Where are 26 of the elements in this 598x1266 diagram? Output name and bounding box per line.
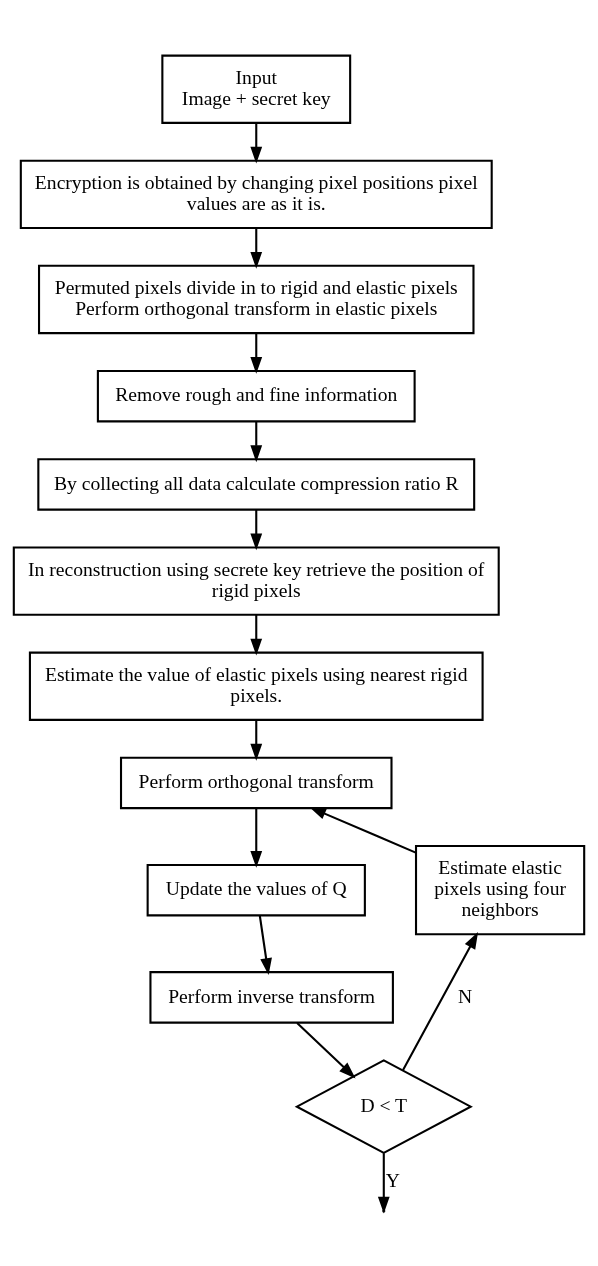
node-box: Permuted pixels divide in to rigid and elastic pixels Perform orthogonal transform in elastic pixels — [38, 264, 475, 334]
arrow — [250, 227, 263, 269]
edge-label: N — [457, 985, 473, 1007]
node-box: Estimate the value of elastic pixels using nearest rigid pixels. — [28, 651, 484, 721]
node-box: By collecting all data calculate compression ratio R — [37, 457, 476, 511]
arrow — [250, 719, 263, 761]
node-diamond: D < T — [294, 1058, 473, 1154]
arrow — [250, 122, 263, 164]
arrow — [250, 509, 263, 550]
node-box: In reconstruction using secrete key retrieve the position of rigid pixels — [12, 545, 500, 616]
arrow — [250, 332, 263, 374]
arrow — [250, 808, 263, 868]
node-box: Estimate elastic pixels using four neighbors — [414, 844, 586, 935]
arrow — [250, 421, 263, 462]
node-box: Perform inverse transform — [149, 970, 394, 1024]
arrow — [250, 614, 263, 655]
node-box: Perform orthogonal transform — [119, 756, 393, 809]
arrow — [309, 806, 417, 854]
arrow — [402, 931, 479, 1070]
node-box: Update the values of Q — [146, 863, 366, 916]
node-box: Encryption is obtained by changing pixel positions pixel values are as it is. — [19, 159, 493, 229]
node-box: Input Image + secret key — [161, 54, 352, 124]
arrow — [258, 915, 272, 975]
node-box: Remove rough and fine information — [96, 369, 416, 422]
edge-label: Y — [385, 1169, 400, 1191]
arrow — [296, 1021, 356, 1078]
